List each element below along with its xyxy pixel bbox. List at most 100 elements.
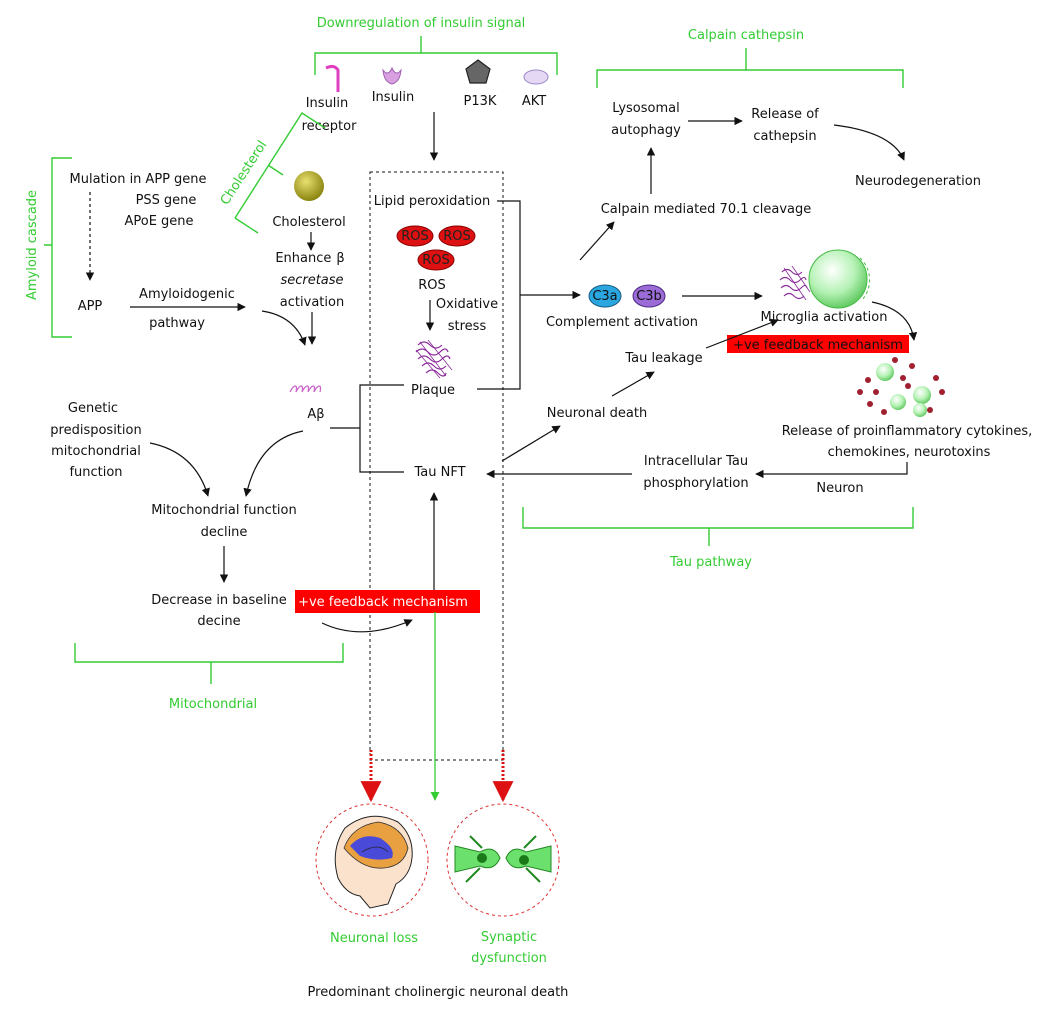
genetic-line-4: function xyxy=(69,465,122,480)
release-pro-line-1: Release of proinflammatory cytokines, xyxy=(782,424,1033,439)
insulin-bracket xyxy=(314,36,558,75)
neuron-label: Neuron xyxy=(816,481,863,496)
p13k-icon xyxy=(465,59,491,84)
plaque-label: Plaque xyxy=(411,383,455,398)
insulin-receptor-label-1: Insulin xyxy=(306,96,349,111)
lipid-peroxidation: Lipid peroxidation xyxy=(374,194,490,209)
feedback-right-label: +ve feedback mechanism xyxy=(733,338,903,353)
arrow-abeta-to-decline xyxy=(243,430,304,497)
release-cathepsin-1: Release of xyxy=(751,107,819,122)
arrow-to-neurodegeneration xyxy=(833,124,905,161)
lysosomal-line-1: Lysosomal xyxy=(612,101,679,116)
neurodegeneration-label: Neurodegeneration xyxy=(855,174,981,189)
feedback-left-box xyxy=(295,590,480,613)
arrow-tau-to-death xyxy=(501,425,561,462)
ros-badge-1 xyxy=(396,225,434,247)
brain-head-icon xyxy=(315,803,429,917)
akt-icon xyxy=(523,69,549,85)
arrow-to-calpain-cleavage xyxy=(579,221,615,261)
intracellular-line-2: phosphorylation xyxy=(643,476,748,491)
app-label: APP xyxy=(78,299,103,314)
arrow-death-to-leakage xyxy=(611,371,655,397)
oxidative-label-2: stress xyxy=(448,319,487,334)
ros-badge-1-label: ROS xyxy=(401,229,429,244)
calpain-cleavage-label: Calpain mediated 70.1 cleavage xyxy=(601,202,812,217)
synaptic-label-1: Synaptic xyxy=(481,930,537,945)
connector-lipid-plaque xyxy=(477,200,521,390)
cholesterol-icon xyxy=(294,171,324,201)
c3a-badge xyxy=(588,284,622,308)
oxidative-label-1: Oxidative xyxy=(436,297,498,312)
abeta-label: Aβ xyxy=(307,407,324,422)
release-pro-line-2: chemokines, neurotoxins xyxy=(828,445,991,460)
ros-badge-3 xyxy=(417,249,455,271)
insulin-icon xyxy=(382,66,402,85)
footer-caption: Predominant cholinergic neuronal death xyxy=(308,985,569,1000)
arrow-decrease-to-tau xyxy=(321,619,413,633)
tau-bracket-label: Tau pathway xyxy=(669,555,752,570)
complement-label: Complement activation xyxy=(546,315,698,330)
cytokine-cluster-icon xyxy=(857,357,945,417)
cholesterol-label: Cholesterol xyxy=(272,215,345,230)
enhance-line-2: secretase xyxy=(280,273,343,288)
connector-release-to-intracellular xyxy=(755,462,908,479)
amyloidogenic-label-1: Amyloidogenic xyxy=(139,287,235,302)
intracellular-line-1: Intracellular Tau xyxy=(644,454,748,469)
synapse-icon xyxy=(446,803,560,917)
akt-label: AKT xyxy=(522,94,546,109)
neuronal-death-label: Neuronal death xyxy=(547,406,647,421)
mito-decline-line-2: decline xyxy=(201,525,248,540)
synaptic-label-2: dysfunction xyxy=(471,951,547,966)
genetic-line-2: predisposition xyxy=(50,423,141,438)
feedback-right-box xyxy=(727,335,909,353)
amyloid-bracket-label: Amyloid cascade xyxy=(25,190,40,300)
ros-badge-2 xyxy=(438,225,476,247)
genetic-line-1: Genetic xyxy=(68,401,118,416)
ros-badges: ROS ROS ROS xyxy=(396,225,476,271)
arrow-microglia-to-release xyxy=(871,301,918,341)
genetic-line-3: mitochondrial xyxy=(51,444,141,459)
mito-bracket xyxy=(74,643,344,684)
mito-decline-line-1: Mitochondrial function xyxy=(151,503,296,518)
amyloid-bracket xyxy=(44,157,72,338)
mito-bracket-label: Mitochondrial xyxy=(169,697,257,712)
arrow-pathway-to-abeta xyxy=(261,310,307,346)
c3a-label: C3a xyxy=(592,289,617,304)
amyloidogenic-label-2: pathway xyxy=(149,316,205,331)
cholesterol-bracket-label: Cholesterol xyxy=(218,138,271,208)
neuronal-loss-label: Neuronal loss xyxy=(330,931,418,946)
tau-bracket xyxy=(522,507,914,546)
decrease-line-2: decine xyxy=(197,614,240,629)
c3b-label: C3b xyxy=(636,289,662,304)
p13k-label: P13K xyxy=(464,94,497,109)
ros-badge-2-label: ROS xyxy=(443,229,471,244)
abeta-helix-icon xyxy=(289,385,322,393)
calpain-bracket xyxy=(596,48,904,88)
ros-label: ROS xyxy=(418,278,446,293)
decrease-line-1: Decrease in baseline xyxy=(151,593,287,608)
connector-abeta-bracket xyxy=(330,384,404,473)
microglia-icon xyxy=(779,249,871,309)
insulin-receptor-icon xyxy=(325,64,340,92)
tau-nft-label: Tau NFT xyxy=(413,465,465,480)
insulin-bracket-label: Downregulation of insulin signal xyxy=(317,16,526,31)
calpain-bracket-label: Calpain cathepsin xyxy=(688,28,804,43)
c3b-badge xyxy=(632,284,666,308)
feedback-left-label: +ve feedback mechanism xyxy=(298,595,468,610)
insulin-receptor-label-2: receptor xyxy=(302,119,358,134)
microglia-label: Microglia activation xyxy=(761,310,888,325)
insulin-label: Insulin xyxy=(372,90,415,105)
arrow-genetic-to-decline xyxy=(149,442,210,497)
ros-badge-3-label: ROS xyxy=(422,253,450,268)
enhance-line-3: activation xyxy=(280,295,344,310)
cholesterol-bracket xyxy=(234,112,326,234)
plaque-icon xyxy=(415,339,453,379)
release-cathepsin-2: cathepsin xyxy=(753,129,816,144)
lysosomal-line-2: autophagy xyxy=(611,123,681,138)
tau-leakage-label: Tau leakage xyxy=(624,351,702,366)
